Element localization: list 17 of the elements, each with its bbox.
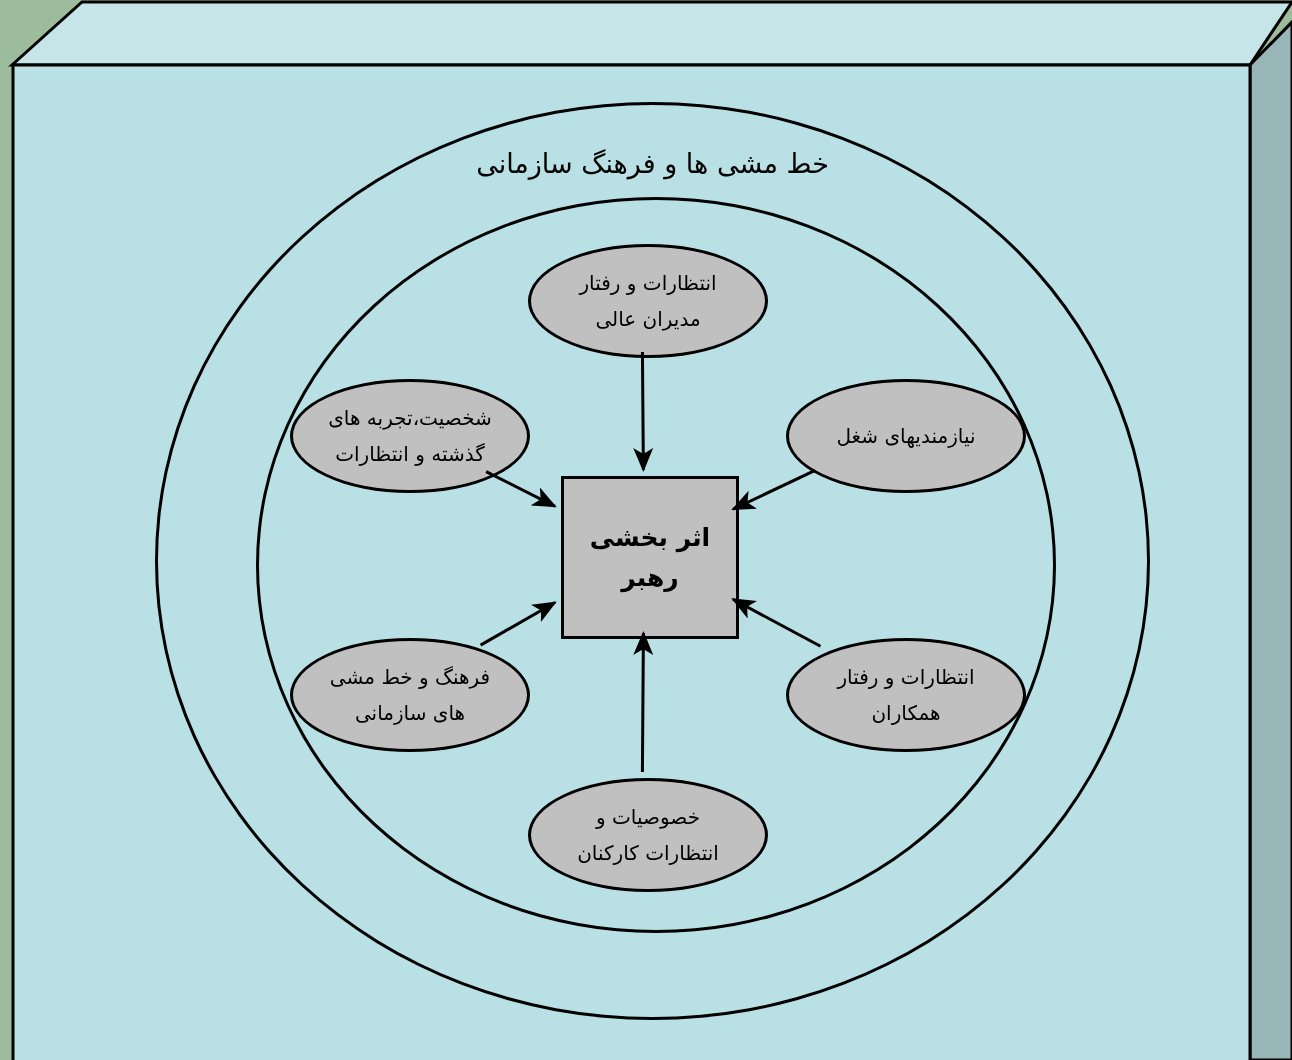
box-title: اثر بخشی رهبر [588,521,712,595]
arrow [479,601,557,647]
factor-label: انتظارات و رفتار مدیران عالی [577,270,718,333]
factor-label: نیازمندیهای شغل [835,423,977,450]
arrow [731,598,822,648]
factor-label: انتظارات و رفتار همکاران [835,664,976,727]
arrow [633,631,654,772]
arrow [485,470,557,508]
center-box [561,476,739,639]
factor-label: خصوصیات و انتظارات کارکنان [576,804,720,867]
arrow [731,468,816,511]
inner-ring [256,197,1056,933]
factor-label: شخصیت،تجربه های گذشته و انتظارات [327,405,493,468]
ring-heading: خط مشی ها و فرهنگ سازمانی [475,147,830,181]
factor-label: فرهنگ و خط مشی های سازمانی [328,664,492,727]
outer-ring [155,102,1150,1020]
arrow [633,352,654,472]
